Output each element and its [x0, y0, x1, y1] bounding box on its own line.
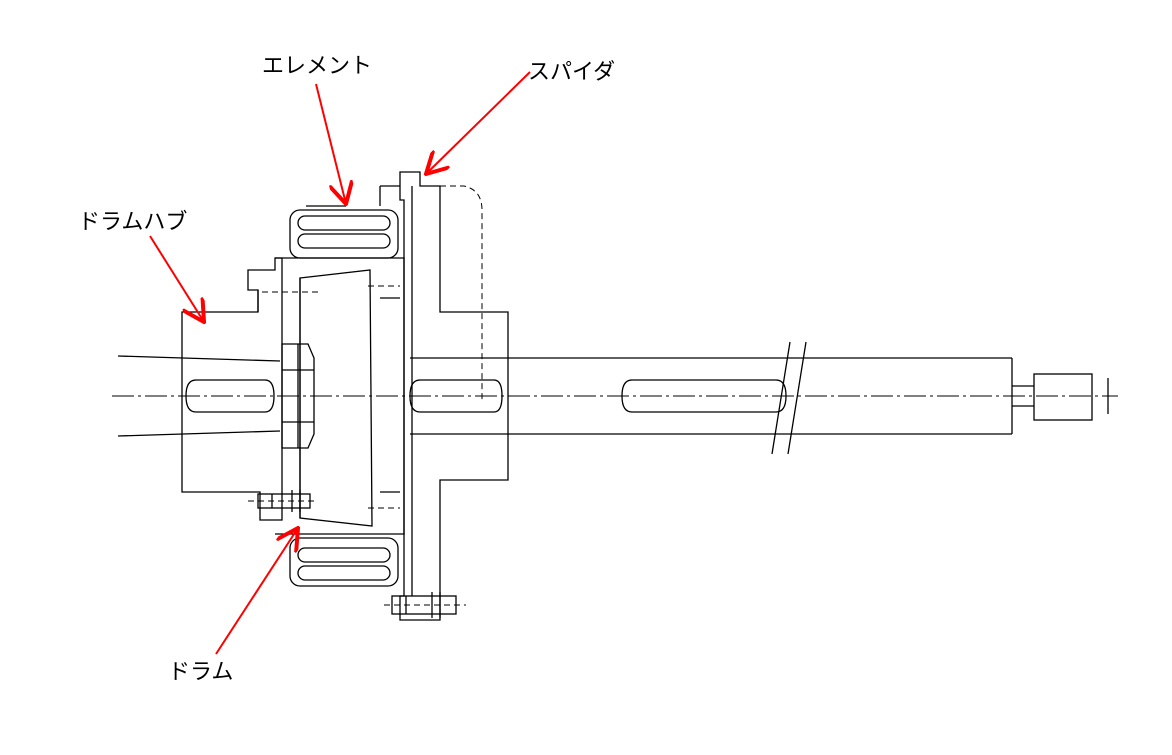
label-element: エレメント [262, 54, 373, 79]
arrow-spider [426, 71, 531, 174]
drum-bolt [248, 490, 318, 512]
arrow-drum [215, 528, 298, 655]
hex-nut [281, 343, 315, 449]
drum-hub [181, 257, 283, 521]
callout-arrows [149, 71, 531, 655]
main-shaft [410, 341, 1093, 455]
label-drum: ドラム [168, 660, 234, 685]
spider [379, 171, 509, 621]
label-spider: スパイダ [528, 60, 616, 85]
element-bottom [289, 537, 399, 587]
arrow-drum-hub [149, 235, 204, 322]
left-shaft [117, 355, 281, 437]
label-drum-hub: ドラムハブ [78, 210, 188, 235]
element-top [289, 205, 399, 259]
spider-bolt [384, 592, 466, 618]
arrow-element [315, 83, 346, 204]
